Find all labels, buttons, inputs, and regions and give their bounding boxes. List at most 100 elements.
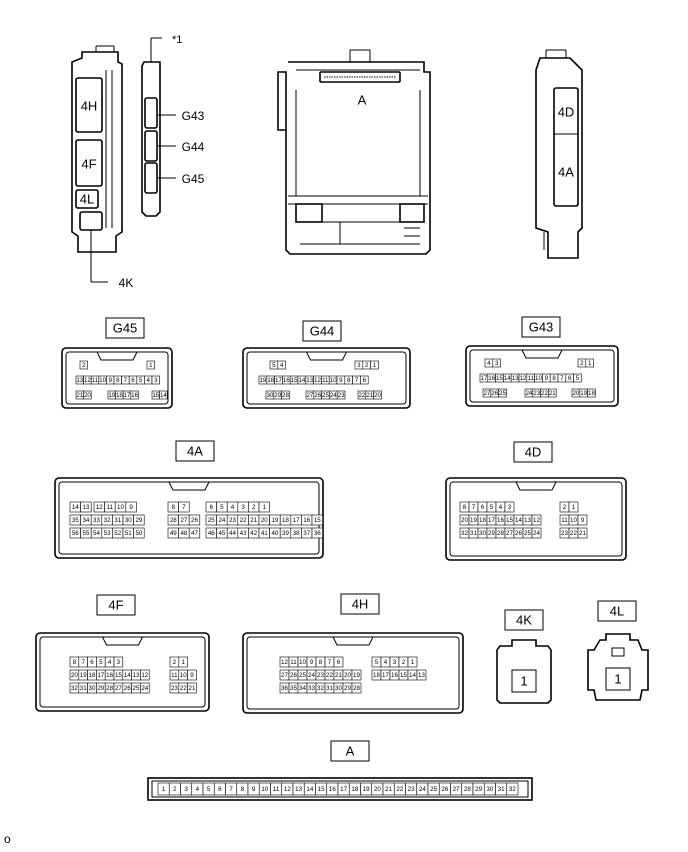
pin-cell bbox=[133, 514, 145, 526]
connector-4D-label-box bbox=[513, 441, 553, 463]
pin-cell bbox=[146, 360, 155, 370]
pin-number: 1 bbox=[149, 362, 153, 369]
connector-G43-label: G43 bbox=[529, 320, 554, 335]
pin-number: 29 bbox=[475, 786, 482, 793]
pin-number: 3 bbox=[184, 786, 188, 793]
pin-number: 2 bbox=[365, 362, 369, 369]
label-4F: 4F bbox=[81, 157, 96, 172]
pin-number: 7 bbox=[124, 377, 128, 384]
pin-number: 10 bbox=[570, 517, 577, 524]
pin-number: 2 bbox=[252, 504, 256, 511]
pin-number: 34 bbox=[299, 685, 306, 692]
pin-number: 9 bbox=[190, 672, 194, 679]
pin-number: 8 bbox=[116, 377, 120, 384]
pin-number: 5 bbox=[220, 504, 224, 511]
connector-4K-pin-1: 1 bbox=[520, 674, 527, 689]
pin-number: 1 bbox=[162, 786, 166, 793]
pin-number: 16 bbox=[488, 375, 495, 382]
pin-number: 21 bbox=[250, 517, 257, 524]
pin-cell bbox=[79, 360, 88, 370]
label-4L: 4L bbox=[80, 192, 94, 207]
pin-number: 23 bbox=[533, 390, 540, 397]
pin-number: 23 bbox=[171, 685, 178, 692]
pin-cell bbox=[258, 501, 270, 513]
pin-number: 24 bbox=[141, 685, 148, 692]
pin-number: 22 bbox=[180, 685, 187, 692]
pin-number: 4 bbox=[384, 659, 388, 666]
pin-cell bbox=[133, 527, 145, 539]
pin-cell bbox=[531, 514, 542, 526]
connector-A-inner bbox=[151, 780, 529, 798]
pin-number: 4 bbox=[499, 504, 503, 511]
pin-number: 6 bbox=[90, 659, 94, 666]
pin-number: 23 bbox=[561, 530, 568, 537]
pin-cell bbox=[416, 669, 427, 681]
pin-number: 20 bbox=[71, 672, 78, 679]
pin-cell bbox=[151, 375, 160, 385]
pin-number: 27 bbox=[281, 672, 288, 679]
pin-number: 20 bbox=[344, 672, 351, 679]
pin-cell bbox=[351, 669, 362, 681]
pin-number: 53 bbox=[104, 530, 111, 537]
connector-G43-housing bbox=[465, 345, 619, 407]
pin-number: 3 bbox=[154, 377, 158, 384]
pin-number: 36 bbox=[314, 530, 321, 537]
pin-number: 24 bbox=[533, 530, 540, 537]
pin-number: 21 bbox=[385, 786, 392, 793]
pin-number: 5 bbox=[207, 786, 211, 793]
pin-number: 17 bbox=[382, 672, 389, 679]
pin-number: 6 bbox=[568, 375, 572, 382]
connector-4F-label: 4F bbox=[108, 598, 123, 613]
pin-number: 27 bbox=[115, 685, 122, 692]
pin-number: 15 bbox=[506, 517, 513, 524]
pin-number: 11 bbox=[92, 377, 99, 384]
pin-number: 3 bbox=[117, 659, 121, 666]
pin-number: 20 bbox=[261, 517, 268, 524]
pin-cell bbox=[548, 388, 557, 398]
pin-number: 9 bbox=[545, 375, 549, 382]
pin-number: 23 bbox=[408, 786, 415, 793]
label-4K: 4K bbox=[119, 276, 134, 290]
pin-number: 30 bbox=[335, 685, 342, 692]
pin-number: 17 bbox=[275, 377, 282, 384]
pin-number: 15 bbox=[400, 672, 407, 679]
pin-number: 26 bbox=[124, 685, 131, 692]
pin-number: 14 bbox=[409, 672, 416, 679]
pin-number: 1 bbox=[373, 362, 377, 369]
pin-number: 55 bbox=[82, 530, 89, 537]
pin-number: 28 bbox=[497, 530, 504, 537]
connector-4L-label-box bbox=[597, 600, 637, 622]
pin-number: 13 bbox=[295, 786, 302, 793]
pin-cell bbox=[178, 656, 188, 668]
pin-number: 12 bbox=[519, 375, 526, 382]
pin-cell bbox=[498, 388, 507, 398]
footer-mark: o bbox=[4, 832, 11, 846]
pin-number: 22 bbox=[240, 517, 247, 524]
pin-number: 24 bbox=[419, 786, 426, 793]
pin-cell bbox=[140, 682, 150, 694]
pin-cell bbox=[113, 656, 124, 668]
pin-cell bbox=[281, 390, 290, 400]
pin-number: 32 bbox=[71, 685, 78, 692]
pin-number: 13 bbox=[76, 377, 83, 384]
pin-number: 31 bbox=[80, 685, 87, 692]
pin-number: 8 bbox=[172, 504, 176, 511]
pin-number: 46 bbox=[208, 530, 215, 537]
pin-number: 19 bbox=[108, 392, 115, 399]
pin-number: 2 bbox=[563, 504, 567, 511]
pin-number: 10 bbox=[261, 786, 268, 793]
pin-number: 16 bbox=[283, 377, 290, 384]
pin-number: 5 bbox=[139, 377, 143, 384]
pin-number: 20 bbox=[84, 392, 91, 399]
pin-number: 41 bbox=[261, 530, 268, 537]
pin-number: 3 bbox=[508, 504, 512, 511]
pin-number: 50 bbox=[135, 530, 142, 537]
pin-number: 9 bbox=[252, 786, 256, 793]
pin-number: 21 bbox=[366, 392, 373, 399]
pin-number: 3 bbox=[393, 659, 397, 666]
connector-A-label-box bbox=[330, 740, 370, 762]
pin-number: 1 bbox=[588, 360, 592, 367]
